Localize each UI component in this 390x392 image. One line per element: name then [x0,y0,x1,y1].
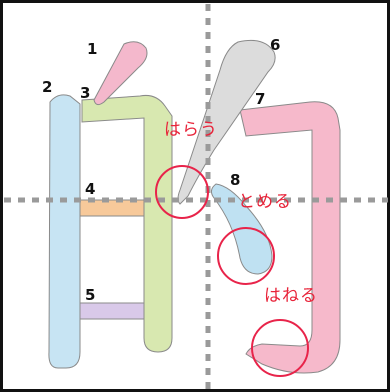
stroke-1-top-dot [93,41,148,106]
stroke-6-diagonal [177,39,276,205]
stroke-number-2: 2 [42,78,53,96]
haneru-circle [251,319,309,377]
harau-label: はらう [164,120,218,140]
stroke-number-3: 3 [80,84,91,102]
stroke-number-6: 6 [270,36,281,54]
tomeru-circle [217,227,275,285]
stroke-number-5: 5 [85,286,96,304]
stroke-number-7: 7 [255,90,266,108]
stroke-number-1: 1 [87,40,98,58]
stroke-number-8: 8 [230,171,241,189]
stroke-7-hook [239,101,341,374]
stroke-3-top-and-right [81,95,173,353]
stroke-2-left-vertical [48,94,81,369]
stroke-number-4: 4 [85,180,96,198]
tomeru-label: とめる [238,192,292,212]
stroke-5-bottom-horizontal [79,302,145,320]
haneru-label: はねる [264,286,318,306]
harau-circle [155,165,209,219]
